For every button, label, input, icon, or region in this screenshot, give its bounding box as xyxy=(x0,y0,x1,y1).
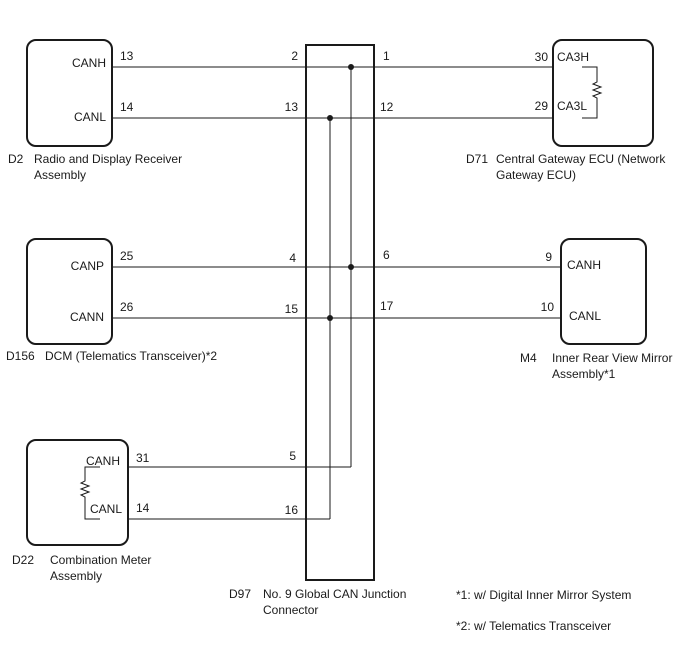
junction-dot xyxy=(348,264,354,270)
d2-pin-canl: 14 xyxy=(120,100,134,114)
d97-left-pin: 13 xyxy=(285,100,299,114)
d156-signal-canp: CANP xyxy=(71,259,104,273)
d2-name-line2: Assembly xyxy=(34,168,86,182)
d97-name-line2: Connector xyxy=(263,603,318,617)
d97-left-pin: 15 xyxy=(285,302,299,316)
m4-component-box xyxy=(560,238,647,345)
d2-code: D2 xyxy=(8,152,24,166)
d97-right-pin: 12 xyxy=(380,100,394,114)
d71-pin-ca3l: 29 xyxy=(535,99,549,113)
d22-terminating-resistor-icon xyxy=(79,466,100,520)
m4-pin-canl: 10 xyxy=(541,300,555,314)
d71-component-box xyxy=(552,39,654,147)
d71-code: D71 xyxy=(466,152,488,166)
d156-code: D156 xyxy=(6,349,35,363)
wires xyxy=(112,64,561,520)
m4-name-line1: Inner Rear View Mirror xyxy=(552,351,672,365)
d2-pin-canh: 13 xyxy=(120,49,134,63)
junction-dot xyxy=(327,115,333,121)
d156-pin-canp: 25 xyxy=(120,249,134,263)
d22-signal-canl: CANL xyxy=(90,502,122,516)
footnote-2: *2: w/ Telematics Transceiver xyxy=(456,619,611,633)
d2-signal-canl: CANL xyxy=(74,110,106,124)
m4-code: M4 xyxy=(520,351,537,365)
d22-signal-canh: CANH xyxy=(86,454,120,468)
junction-dot xyxy=(348,64,354,70)
d2-name-line1: Radio and Display Receiver xyxy=(34,152,182,166)
m4-pin-canh: 9 xyxy=(545,250,552,264)
d22-code: D22 xyxy=(12,553,34,567)
d71-signal-ca3h: CA3H xyxy=(557,50,589,64)
d156-pin-cann: 26 xyxy=(120,300,134,314)
d71-name-line1: Central Gateway ECU (Network xyxy=(496,152,666,166)
d2-signal-canh: CANH xyxy=(72,56,106,70)
d97-left-pin: 5 xyxy=(289,449,296,463)
m4-name-line2: Assembly*1 xyxy=(552,367,616,381)
d22-pin-canl: 14 xyxy=(136,501,150,515)
d156-component-box xyxy=(26,238,113,345)
junction-dot xyxy=(327,315,333,321)
d97-left-pin: 2 xyxy=(291,49,298,63)
d22-component-box xyxy=(26,439,129,546)
m4-signal-canl: CANL xyxy=(569,309,601,323)
d22-pin-canh: 31 xyxy=(136,451,150,465)
d97-right-pin: 6 xyxy=(383,248,390,262)
d2-component-box xyxy=(26,39,113,147)
d97-junction-connector-box xyxy=(305,44,375,581)
d97-left-pin: 16 xyxy=(285,503,299,517)
d97-name-line1: No. 9 Global CAN Junction xyxy=(263,587,406,601)
d22-name-line2: Assembly xyxy=(50,569,102,583)
d71-pin-ca3h: 30 xyxy=(535,50,549,64)
d97-code: D97 xyxy=(229,587,251,601)
d156-signal-cann: CANN xyxy=(70,310,104,324)
m4-signal-canh: CANH xyxy=(567,258,601,272)
d22-name-line1: Combination Meter xyxy=(50,553,151,567)
d71-terminating-resistor-icon xyxy=(582,66,603,119)
footnote-1: *1: w/ Digital Inner Mirror System xyxy=(456,588,631,602)
d97-left-pin: 4 xyxy=(289,251,296,265)
d156-name-line1: DCM (Telematics Transceiver)*2 xyxy=(45,349,217,363)
d71-signal-ca3l: CA3L xyxy=(557,99,587,113)
d97-right-pin: 1 xyxy=(383,49,390,63)
d97-right-pin: 17 xyxy=(380,299,394,313)
d71-name-line2: Gateway ECU) xyxy=(496,168,576,182)
